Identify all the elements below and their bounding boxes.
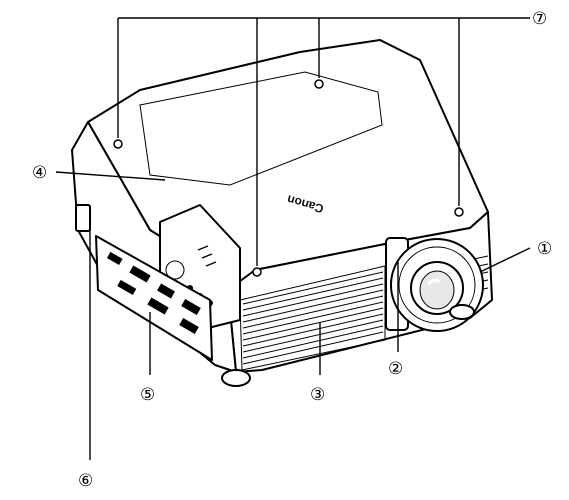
front-vent-grille <box>242 271 384 365</box>
callout-2: ② <box>388 359 403 379</box>
projector-body: Canon <box>71 39 493 387</box>
callout-7: ⑦ <box>532 9 547 29</box>
callout-5: ⑤ <box>140 385 155 405</box>
top-screw-holes <box>113 79 464 277</box>
feet <box>221 304 475 387</box>
callouts: ① ② ③ ④ ⑤ ⑥ ⑦ <box>32 9 552 491</box>
security-slot <box>75 204 91 232</box>
callout-6: ⑥ <box>78 471 93 491</box>
callout-4: ④ <box>32 163 47 183</box>
callout-3: ③ <box>310 385 325 405</box>
connector-panel <box>95 235 213 361</box>
leader-lines <box>55 17 531 460</box>
callout-1: ① <box>537 239 552 259</box>
